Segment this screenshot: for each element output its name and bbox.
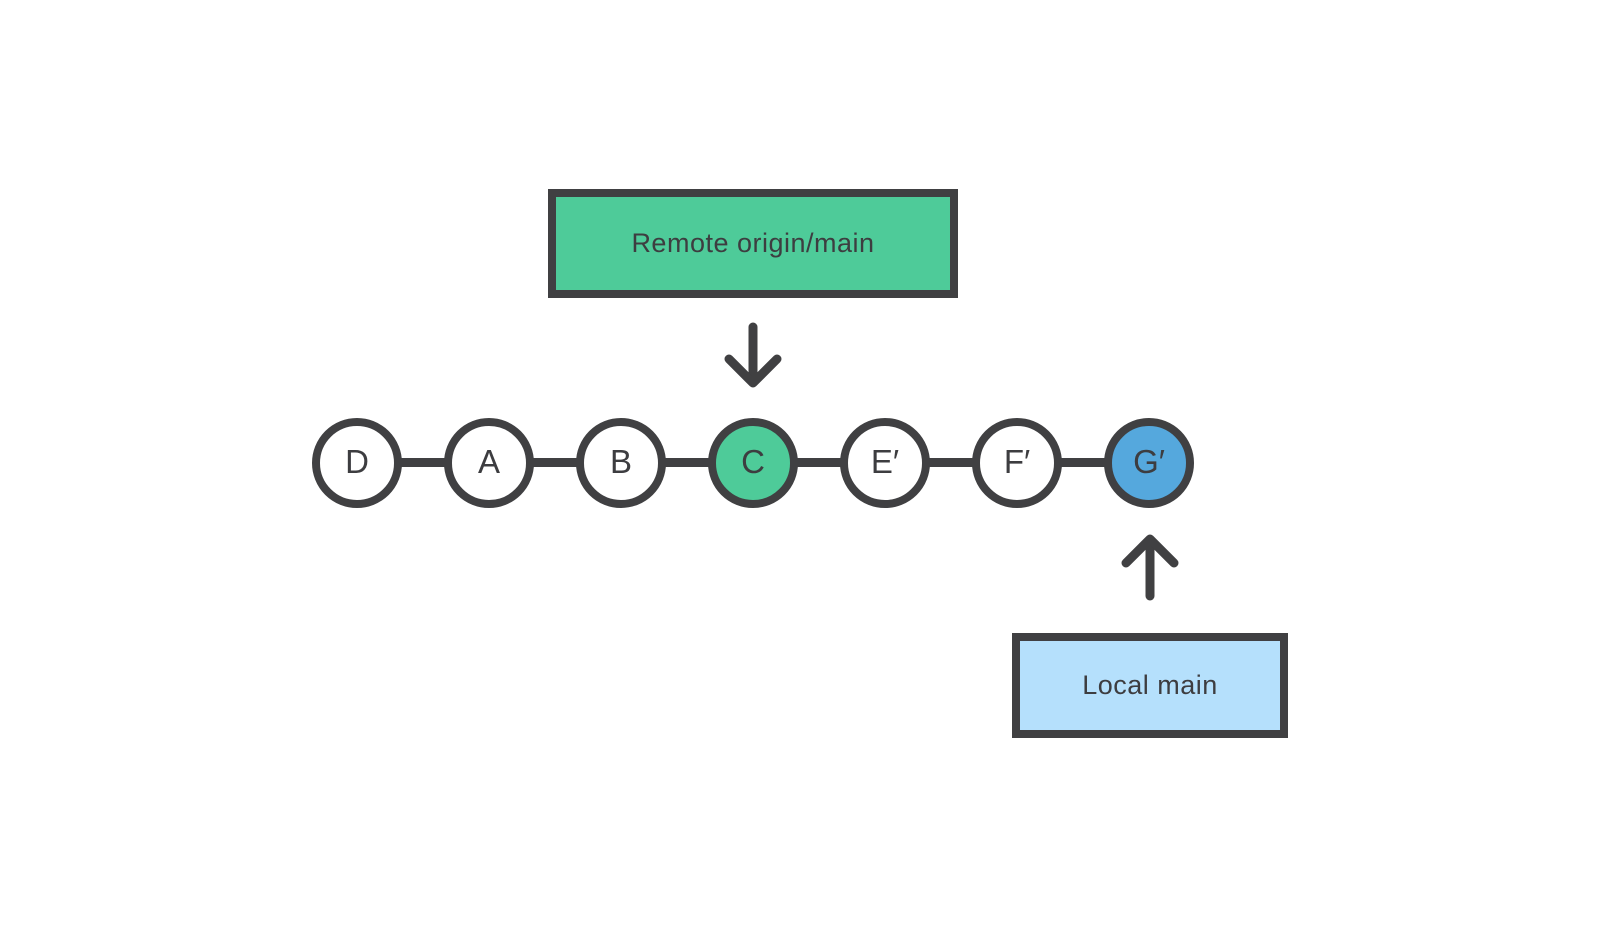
remote-branch-label: Remote origin/main [548,189,958,298]
local-branch-label-text: Local main [1082,670,1218,700]
commit-label: G′ [1133,443,1165,480]
commit-label: E′ [870,443,900,480]
commit-node-b: B [576,418,666,508]
arrow-up-icon [1121,534,1179,601]
commit-node-e-prime: E′ [840,418,930,508]
remote-branch-label-text: Remote origin/main [631,228,875,258]
commit-label: B [609,443,632,480]
commit-node-d: D [312,418,402,508]
commit-node-g-prime: G′ [1104,418,1194,508]
commit-label: D [345,443,369,480]
commit-label: F′ [1003,443,1031,480]
commit-node-a: A [444,418,534,508]
local-branch-label: Local main [1012,633,1288,738]
commit-label: C [741,443,765,480]
commit-node-f-prime: F′ [972,418,1062,508]
commit-node-c: C [708,418,798,508]
arrow-down-icon [724,322,782,388]
commit-label: A [477,443,500,480]
